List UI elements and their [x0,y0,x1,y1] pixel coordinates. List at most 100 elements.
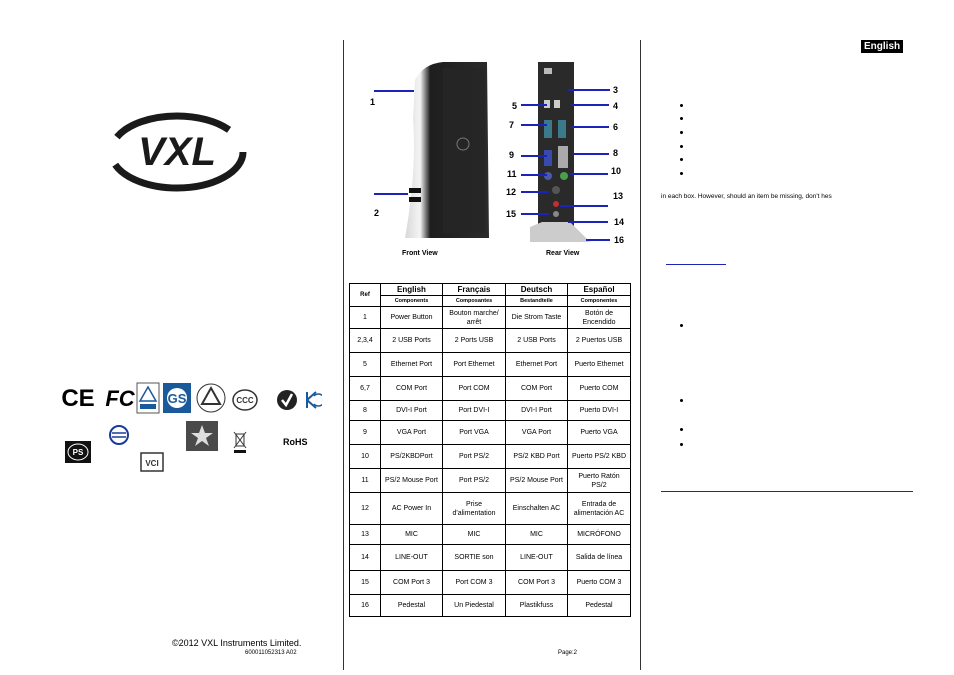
table-cell: COM Port [505,376,568,401]
table-header-ref: Ref [349,283,381,307]
table-cell-ref: 1 [349,306,381,329]
table-cell: Salida de línea [567,544,631,571]
table-cell: Pedestal [380,594,443,617]
table-cell: COM Port 3 [380,570,443,595]
table-cell-ref: 10 [349,444,381,469]
svg-text:CCC: CCC [236,396,254,405]
table-cell: PS/2KBDPort [380,444,443,469]
ccc-mark-icon: CCC [231,388,259,412]
table-cell: MICRÓFONO [567,524,631,545]
leader-line-4 [571,104,609,106]
table-cell: Prise d'alimentation [442,492,506,525]
table-cell-ref: 12 [349,492,381,525]
nemko-mark-icon [194,382,228,414]
table-cell: 2 USB Ports [380,328,443,353]
rohs-label: RoHS [283,437,308,447]
table-cell: 2 Ports USB [442,328,506,353]
table-header-francais: Français [442,283,506,296]
table-cell: Entrada de alimentación AC [567,492,631,525]
table-cell: Port Ethernet [442,352,506,377]
leader-line-2 [374,193,408,195]
vxl-logo: VXL [107,112,247,192]
leader-line-8 [573,153,609,155]
language-tag: English [861,40,904,53]
table-cell: MIC [505,524,568,545]
callout-10: 10 [611,166,622,176]
callout-5: 5 [512,101,518,111]
packing-note-text: in each box. However, should an item be … [661,193,832,200]
gs-mark-icon: GS [162,382,192,414]
callout-16: 16 [614,235,625,245]
svg-text:VCI: VCI [145,459,158,468]
callout-12: 12 [506,187,517,197]
kc-mark-icon [304,388,322,412]
short-underline [666,264,726,265]
bullet-5 [680,158,683,161]
callout-11: 11 [507,169,517,179]
bullet-3 [680,131,683,134]
leader-line-16 [586,239,610,241]
table-cell: PS/2 Mouse Port [380,468,443,493]
leader-line-12 [521,191,549,193]
table-cell: Pedestal [567,594,631,617]
table-cell: 2 Puertos USB [567,328,631,353]
bullet-10 [680,443,683,446]
callout-8: 8 [613,148,619,158]
table-cell: Port DVI-I [442,400,506,421]
table-cell-ref: 15 [349,570,381,595]
callout-2: 2 [374,208,380,218]
leader-line-14 [568,221,608,223]
leader-line-11 [521,174,547,176]
callout-15: 15 [506,209,517,219]
table-cell: Port PS/2 [442,468,506,493]
table-cell: Plastikfuss [505,594,568,617]
table-subheader-espanol: Componentes [567,295,631,307]
table-cell: COM Port 3 [505,570,568,595]
table-cell: VGA Port [505,420,568,445]
part-number: 600011052313 A02 [245,650,297,656]
callout-4: 4 [613,101,619,111]
table-cell: Port COM 3 [442,570,506,595]
bullet-2 [680,117,683,120]
long-underline [661,491,913,492]
table-cell: Bouton marche/ arrêt [442,306,506,329]
leader-line-1 [374,90,414,92]
weee-bin-icon [233,430,247,454]
table-cell: COM Port [380,376,443,401]
callout-6: 6 [613,122,619,132]
tuv-mark-icon [136,382,160,414]
bullet-4 [680,145,683,148]
table-cell-ref: 11 [349,468,381,493]
leader-line-3 [568,89,610,91]
page-number: Page:2 [558,650,578,656]
table-header-english: English [380,283,443,296]
table-cell: Die Strom Taste [505,306,568,329]
table-cell: DVI-I Port [505,400,568,421]
svg-text:VXL: VXL [138,130,216,174]
leader-line-9 [521,155,547,157]
energy-star-icon [186,421,218,451]
table-cell: Puerto COM [567,376,631,401]
copyright-text: ©2012 VXL Instruments Limited. [172,638,302,648]
table-cell: Puerto Ethernet [567,352,631,377]
leader-line-13 [560,205,608,207]
table-cell: Un Piedestal [442,594,506,617]
table-cell: Ethernet Port [505,352,568,377]
table-subheader-francais: Composantes [442,295,506,307]
table-cell: Ethernet Port [380,352,443,377]
table-cell: Puerto DVI-I [567,400,631,421]
leader-line-7 [521,124,547,126]
fcc-mark-icon: FC [105,386,135,411]
bullet-7 [680,324,683,327]
ps-mark-icon: PS [65,441,91,463]
table-cell: AC Power In [380,492,443,525]
vcci-mark-icon: VCI [140,452,164,472]
